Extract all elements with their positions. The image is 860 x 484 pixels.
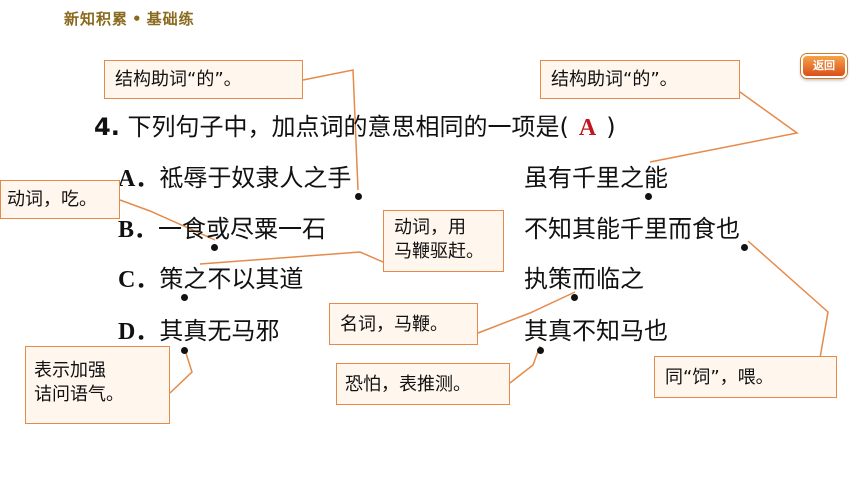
option-text: 祗辱于奴隶人之手 [159, 164, 352, 192]
callout-qi-right: 恐怕，表推测。 [336, 363, 510, 405]
callout-line: 马鞭驱赶。 [394, 241, 484, 262]
section-title: 新知积累 [64, 10, 129, 28]
callout-qi-left: 表示加强 诘问语气。 [25, 346, 170, 424]
subsection-title: 基础练 [146, 10, 195, 28]
option-b-left: B．一食或尽粟一石 [118, 214, 326, 245]
question-number: 4. [94, 113, 120, 141]
callout-zhi-left: 结构助词“的”。 [104, 60, 303, 99]
callout-shi-right: 同“饲”，喂。 [654, 356, 837, 398]
callout-zhi-right: 结构助词“的”。 [540, 60, 740, 99]
question-text: 下列句子中，加点词的意思相同的一项是( [127, 113, 569, 141]
option-letter: A． [118, 166, 160, 192]
back-button[interactable]: 返回 [801, 54, 847, 78]
option-letter: C． [118, 267, 160, 293]
emphasis-dot [181, 294, 188, 301]
connector-ce-right [477, 291, 576, 334]
callout-ce-left: 动词，用 马鞭驱赶。 [383, 210, 504, 272]
option-c-right: 执策而临之 [524, 265, 644, 293]
separator: • [132, 10, 143, 28]
option-b-right: 不知其能千里而食也 [524, 215, 740, 243]
connector-zhi-right [649, 91, 799, 163]
connector-ce-left [199, 251, 384, 265]
connector-shi-left [119, 199, 216, 241]
option-c-left: C．策之不以其道 [118, 264, 303, 295]
connector-zhi-left [302, 69, 359, 191]
callout-ce-right: 名词，马鞭。 [329, 303, 478, 345]
callout-line: 动词，用 [394, 217, 466, 238]
option-text: 一食或尽粟一石 [158, 215, 327, 243]
callout-shi-left: 动词，吃。 [0, 180, 120, 219]
emphasis-dot [355, 193, 362, 200]
option-text: 其真无马邪 [159, 317, 280, 345]
connector-qi-right [509, 345, 541, 384]
option-d-right: 其真不知马也 [524, 317, 668, 345]
emphasis-dot [537, 347, 544, 354]
option-text: 策之不以其道 [159, 265, 304, 293]
emphasis-dot [181, 347, 188, 354]
option-letter: D． [118, 319, 160, 345]
answer-letter: A [578, 115, 597, 141]
emphasis-dot [211, 244, 218, 251]
option-letter: B． [118, 217, 159, 243]
callout-line: 诘问语气。 [34, 384, 124, 405]
section-header: 新知积累•基础练 [64, 8, 195, 29]
option-a-left: A．祗辱于奴隶人之手 [118, 163, 351, 194]
emphasis-dot [645, 193, 652, 200]
question-close: ) [606, 113, 616, 141]
option-d-left: D．其真无马邪 [118, 316, 279, 347]
emphasis-dot [741, 244, 748, 251]
question-line: 4. 下列句子中，加点词的意思相同的一项是( A) [94, 112, 616, 143]
connector-qi-left [169, 349, 193, 394]
option-a-right: 虽有千里之能 [524, 164, 668, 192]
emphasis-dot [571, 294, 578, 301]
callout-line: 表示加强 [34, 360, 106, 381]
connector-shi-right [747, 240, 829, 359]
